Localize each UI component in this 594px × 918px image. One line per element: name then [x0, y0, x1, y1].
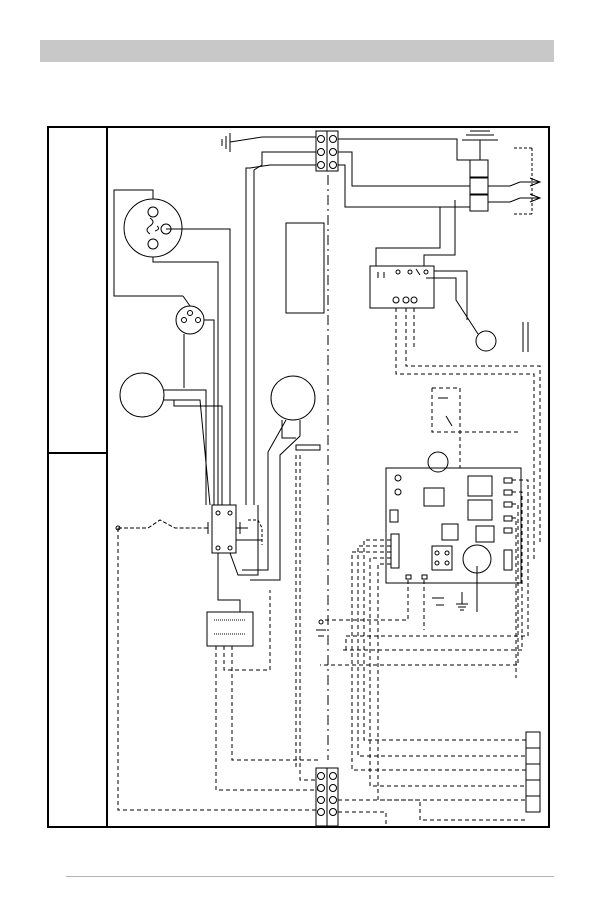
- ground-icon: [222, 133, 316, 152]
- power-terminal-block: [316, 131, 338, 171]
- board-ground-icon: [432, 592, 468, 610]
- thermostat-harness: [296, 455, 528, 800]
- control-board: [386, 452, 521, 612]
- footer-rule: [66, 876, 554, 877]
- thermostat-terminal-strip: [526, 732, 540, 812]
- blower-motor-icon: [114, 190, 230, 505]
- transformer-icon: [462, 131, 540, 214]
- limit-switch-block: [208, 505, 258, 612]
- wire-connector-icon: [207, 590, 318, 790]
- label-box: [286, 223, 324, 313]
- inducer-motor-icon: [120, 373, 222, 505]
- door-switch-icon: [316, 620, 326, 636]
- relay-box: [370, 266, 478, 334]
- flame-sensor-icon: [476, 331, 496, 351]
- gas-valve-icon: [432, 388, 520, 468]
- field-terminal-block: [316, 768, 526, 826]
